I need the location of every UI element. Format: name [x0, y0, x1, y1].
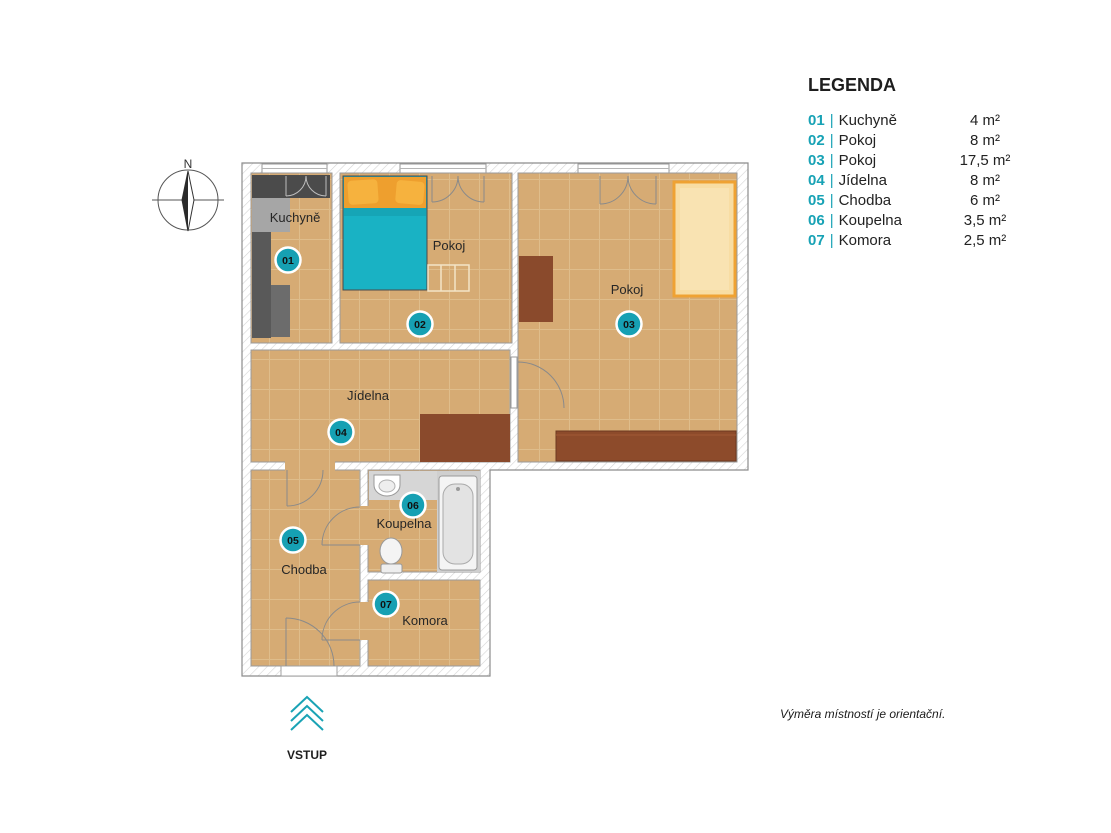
bathtub — [438, 475, 478, 571]
legend-room-name: Pokoj — [838, 132, 877, 149]
room-badge-01: 01 — [274, 246, 302, 274]
legend-area: 8 m² — [970, 132, 1000, 149]
door-opening — [359, 506, 369, 545]
room-badge-number: 07 — [380, 599, 392, 611]
room-label-02: Pokoj — [433, 238, 466, 253]
bed — [672, 180, 737, 298]
room-badge-number: 05 — [287, 535, 299, 547]
legend-room-name: Komora — [838, 232, 892, 249]
room-badge-07: 07 — [372, 590, 400, 618]
legend-title: LEGENDA — [808, 75, 897, 95]
legend-room-name: Koupelna — [838, 212, 902, 229]
entrance-arrow-icon — [290, 695, 324, 731]
room-label-05: Chodba — [281, 562, 327, 577]
window — [261, 163, 328, 174]
compass-icon — [152, 169, 224, 232]
legend-number: 05 — [808, 192, 825, 209]
sink — [373, 474, 401, 497]
room-badge-number: 03 — [623, 319, 635, 331]
room-badge-06: 06 — [399, 491, 427, 519]
door-arc — [321, 506, 361, 546]
legend-row: 02|Pokoj 8 m² — [808, 131, 1038, 151]
legend-room-name: Chodba — [838, 192, 892, 209]
entrance-door-arc — [285, 617, 335, 667]
room-label-07: Komora — [402, 613, 448, 628]
room-label-01: Kuchyně — [270, 210, 321, 225]
door-arc — [517, 361, 565, 409]
legend-number: 04 — [808, 172, 825, 189]
legend-row: 01|Kuchyně 4 m² — [808, 111, 1038, 131]
bed — [342, 175, 428, 291]
legend-separator: | — [829, 132, 834, 149]
room-badge-number: 06 — [407, 500, 419, 512]
legend-area: 4 m² — [970, 112, 1000, 129]
legend-row: 06|Koupelna 3,5 m² — [808, 211, 1038, 231]
legend-area: 8 m² — [970, 172, 1000, 189]
door-arc — [285, 175, 327, 197]
entrance-opening — [280, 665, 338, 677]
room-badge-05: 05 — [279, 526, 307, 554]
legend-row: 07|Komora 2,5 m² — [808, 231, 1038, 251]
legend-separator: | — [829, 232, 834, 249]
shelf — [427, 264, 470, 292]
legend-number: 01 — [808, 112, 825, 129]
legend-room-name: Pokoj — [838, 152, 877, 169]
door-opening — [359, 602, 369, 640]
legend-separator: | — [829, 192, 834, 209]
legend-separator: | — [829, 112, 834, 129]
legend-separator: | — [829, 172, 834, 189]
legend-number: 02 — [808, 132, 825, 149]
entrance-label: VSTUP — [287, 748, 327, 762]
door-opening — [285, 461, 335, 471]
area-disclaimer-note: Výměra místností je orientační. — [780, 707, 946, 721]
legend-separator: | — [829, 212, 834, 229]
legend-room-name: Kuchyně — [838, 112, 897, 129]
kitchen-island — [420, 414, 510, 462]
legend-separator: | — [829, 152, 834, 169]
legend-room-name: Jídelna — [838, 172, 887, 189]
room-badge-02: 02 — [406, 310, 434, 338]
legend-row: 05|Chodba 6 m² — [808, 191, 1038, 211]
room-05-floor — [250, 469, 361, 667]
legend-number: 07 — [808, 232, 825, 249]
door-leaf — [510, 356, 518, 409]
room-badge-04: 04 — [327, 418, 355, 446]
legend-row: 03|Pokoj 17,5 m² — [808, 151, 1038, 171]
room-label-03: Pokoj — [611, 282, 644, 297]
room-label-04: Jídelna — [347, 388, 390, 403]
table — [519, 256, 553, 322]
cabinet — [555, 430, 737, 462]
legend-area: 2,5 m² — [963, 232, 1007, 249]
legend-number: 03 — [808, 152, 825, 169]
legend-number: 06 — [808, 212, 825, 229]
legend-area: 6 m² — [970, 192, 1000, 209]
legend-area: 17,5 m² — [959, 152, 1011, 169]
toilet — [379, 537, 403, 574]
room-badge-03: 03 — [615, 310, 643, 338]
door-arc — [431, 175, 485, 203]
legend-row: 04|Jídelna 8 m² — [808, 171, 1038, 191]
compass-north-label: N — [184, 157, 193, 171]
room-badge-number: 01 — [282, 255, 294, 267]
room-badge-number: 04 — [335, 427, 347, 439]
door-arc — [321, 601, 361, 641]
legend-area: 3,5 m² — [963, 212, 1007, 229]
room-label-06: Koupelna — [377, 516, 433, 531]
window — [399, 163, 487, 174]
door-arc — [286, 469, 324, 507]
kitchen-counter — [252, 175, 330, 338]
window — [577, 163, 670, 174]
room-badge-number: 02 — [414, 319, 426, 331]
door-arc — [599, 175, 657, 205]
